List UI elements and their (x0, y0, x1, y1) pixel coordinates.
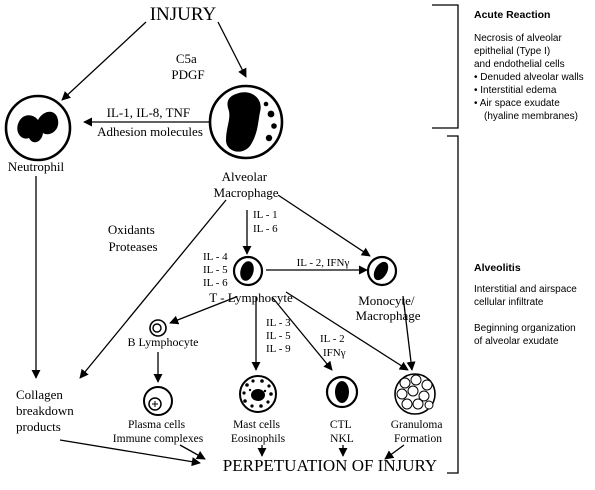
arrows (31, 21, 416, 467)
granuloma-formation-label: Granuloma Formation (391, 419, 446, 445)
mast-cell-icon (239, 375, 277, 413)
perpetuation-title: PERPETUATION OF INJURY (223, 456, 437, 475)
arrow-macrophage-monocyte (277, 194, 371, 257)
oxidants-proteases-label: Oxidants Proteases (108, 222, 158, 254)
il-3-5-9-label: IL - 3 IL - 5 IL - 9 (266, 317, 293, 355)
alveolitis-title: Alveolitis (474, 262, 521, 274)
injury-title: INJURY (150, 4, 217, 25)
granuloma-icon (394, 373, 436, 415)
b-lymphocyte-label: B Lymphocyte (128, 335, 199, 349)
il-1-6-label: IL - 1 IL - 6 (253, 209, 280, 235)
side-brackets (432, 4, 459, 474)
arrow-collagen-perpetuation (59, 439, 201, 467)
il-4-5-6-label: IL - 4 IL - 5 IL - 6 (203, 251, 230, 289)
ctl-cell-icon (325, 375, 359, 409)
ctl-nkl-label: CTL NKL (330, 419, 354, 445)
arrow-granuloma-perpetuation (384, 444, 405, 460)
mast-cells-label: Mast cells Eosinophils (231, 419, 286, 445)
alveolar-macrophage-cell-icon (208, 84, 284, 160)
neutrophil-label: Neutrophil (8, 159, 65, 174)
arrow-tlymph-ctl (271, 296, 333, 371)
arrow-plasma-perpetuation (179, 444, 206, 460)
arrow-injury-neutrophil (61, 21, 147, 101)
neutrophil-cell-icon (4, 94, 72, 162)
acute-reaction-text: Necrosis of alveolar epithelial (Type I)… (474, 33, 565, 70)
arrow-monocyte-granuloma (402, 295, 416, 371)
b-lymphocyte-cell-icon (149, 319, 167, 337)
il-2-ifn-ctl-label: IL - 2 IFNγ (320, 333, 347, 359)
neutrophil-mediators-label: IL-1, IL-8, TNF Adhesion molecules (97, 105, 203, 139)
plasma-cells-label: Plasma cells Immune complexes (113, 419, 204, 445)
alveolar-macrophage-label: Alveolar Macrophage (214, 169, 279, 200)
arrow-tlymph-granuloma (285, 291, 409, 371)
arrow-tlymph-blymph (169, 296, 237, 325)
mediators-c5a-pdgf: C5a PDGF (171, 51, 204, 82)
monocyte-macrophage-label: Monocyte/ Macrophage (356, 293, 421, 323)
monocyte-cell-icon (366, 255, 398, 287)
acute-reaction-title: Acute Reaction (474, 9, 550, 21)
acute-bracket (432, 4, 459, 129)
t-lymphocyte-label: T - Lymphocyte (209, 290, 293, 305)
plasma-cell-icon (143, 386, 173, 416)
il-2-ifn-monocyte-label: IL - 2, IFNγ (297, 257, 350, 269)
arrow-injury-macrophage (217, 21, 247, 78)
alveolitis-bracket (447, 135, 459, 474)
collagen-label: Collagen breakdown products (16, 387, 77, 434)
arrow-macrophage-collagen (79, 199, 227, 379)
alveolitis-infiltrate-text: Interstitial and airspace cellular infil… (474, 284, 580, 308)
t-lymphocyte-cell-icon (232, 255, 264, 287)
alveolitis-organization-text: Beginning organization of alveolar exuda… (474, 323, 579, 347)
acute-reaction-bullets: • Denuded alveolar walls • Interstitial … (474, 72, 586, 122)
